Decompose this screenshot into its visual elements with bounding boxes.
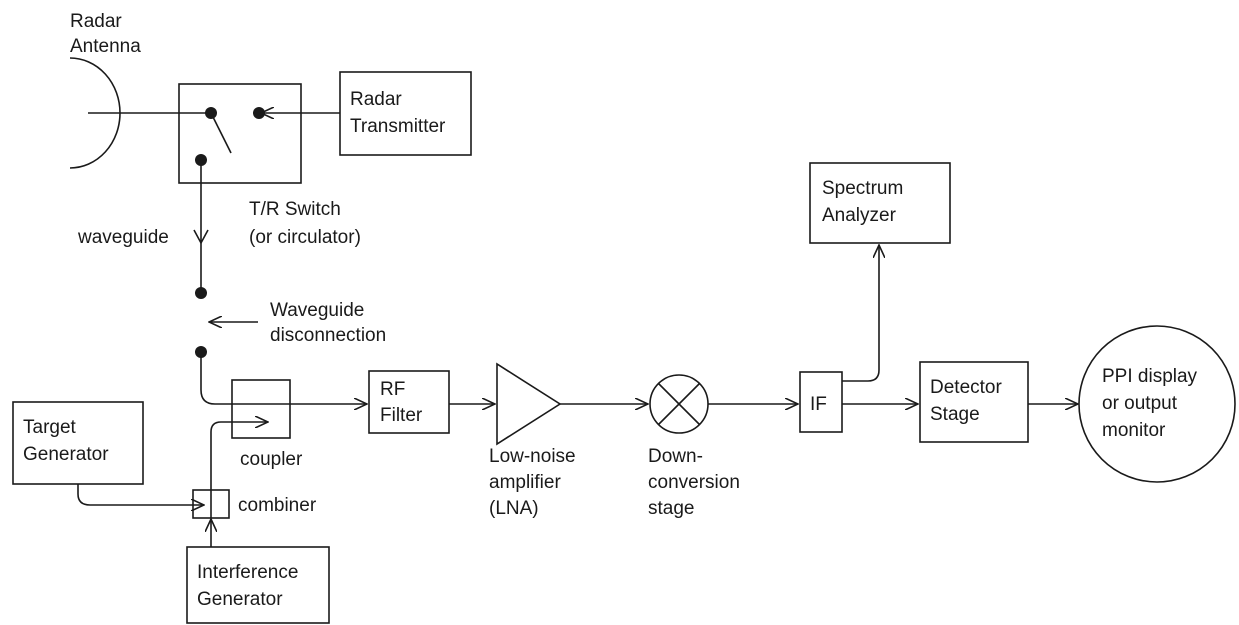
- detector-stage-label-line2: Stage: [930, 404, 980, 425]
- waveguide-label: waveguide: [77, 227, 169, 248]
- downconversion-mixer: Down- conversion stage: [648, 374, 798, 519]
- coupler-label: coupler: [240, 449, 303, 470]
- lna-triangle: [496, 362, 562, 446]
- tr-switch-box: [178, 83, 302, 184]
- transmitter-label-line2: Transmitter: [350, 116, 446, 137]
- downconversion-label-line3: stage: [648, 498, 694, 519]
- target-generator: Target Generator: [12, 401, 144, 485]
- ppi-display-label-line1: PPI display: [1102, 366, 1198, 387]
- disconnection-label-line2: disconnection: [270, 325, 386, 346]
- lna-label-line2: amplifier: [489, 472, 561, 493]
- target-generator-label-line2: Generator: [23, 444, 109, 465]
- lna-label-line3: (LNA): [489, 498, 539, 519]
- downconversion-label-line2: conversion: [648, 472, 740, 493]
- waveguide-to-rf-filter-path: [200, 352, 367, 404]
- spectrum-analyzer-label-line2: Analyzer: [822, 205, 897, 226]
- if-box: [799, 371, 843, 433]
- detector-stage-label-line1: Detector: [930, 377, 1002, 398]
- lna: Low-noise amplifier (LNA): [489, 362, 648, 519]
- ppi-display: PPI display or output monitor: [1078, 325, 1236, 483]
- tr-switch: T/R Switch (or circulator): [88, 83, 361, 248]
- target-generator-box: [12, 401, 144, 485]
- if-to-spectrum-analyzer-path: [842, 245, 879, 382]
- interference-generator: Interference Generator: [186, 546, 330, 624]
- interference-generator-label-line1: Interference: [197, 562, 298, 583]
- coupler-box: [231, 379, 291, 439]
- ppi-display-circle: [1078, 325, 1236, 483]
- downconversion-label-line1: Down-: [648, 446, 703, 467]
- combiner-to-coupler-path: [210, 422, 268, 518]
- target-generator-label-line1: Target: [23, 417, 77, 438]
- target-to-combiner-path: [77, 484, 204, 505]
- coupler: coupler: [200, 352, 367, 518]
- switch-arm: [210, 112, 232, 154]
- rf-filter-box: [368, 370, 450, 434]
- detector-stage-box: [919, 361, 1029, 443]
- antenna-label-line1: Radar: [70, 11, 122, 32]
- rf-filter: RF Filter: [368, 370, 495, 434]
- mixer-cross-b: [657, 382, 701, 426]
- combiner: combiner: [77, 484, 317, 547]
- ppi-display-label-line3: monitor: [1102, 420, 1166, 441]
- spectrum-analyzer-box: [809, 162, 951, 244]
- rf-filter-label-line2: Filter: [380, 405, 423, 426]
- detector-stage: Detector Stage: [919, 361, 1078, 443]
- transmitter-label-line1: Radar: [350, 89, 402, 110]
- tr-switch-label-line1: T/R Switch: [249, 199, 341, 220]
- combiner-label: combiner: [238, 495, 317, 516]
- antenna-label-line2: Antenna: [70, 36, 141, 57]
- interference-generator-label-line2: Generator: [197, 589, 283, 610]
- if-label: IF: [810, 394, 827, 415]
- spectrum-analyzer-label-line1: Spectrum: [822, 178, 903, 199]
- disconnection-upper-point: [195, 287, 207, 299]
- tr-switch-label-line2: (or circulator): [249, 227, 361, 248]
- lna-label-line1: Low-noise: [489, 446, 576, 467]
- radar-antenna: Radar Antenna: [69, 11, 141, 169]
- if-stage: IF: [799, 245, 918, 433]
- transmitter-box: [339, 71, 472, 156]
- rf-filter-label-line1: RF: [380, 379, 405, 400]
- radar-transmitter: Radar Transmitter: [261, 71, 472, 156]
- waveguide-direction-chevron: [193, 229, 209, 245]
- ppi-display-label-line2: or output: [1102, 393, 1178, 414]
- spectrum-analyzer: Spectrum Analyzer: [809, 162, 951, 244]
- waveguide: waveguide Waveguide disconnection: [77, 160, 386, 358]
- disconnection-label-line1: Waveguide: [270, 300, 364, 321]
- interference-generator-box: [186, 546, 330, 624]
